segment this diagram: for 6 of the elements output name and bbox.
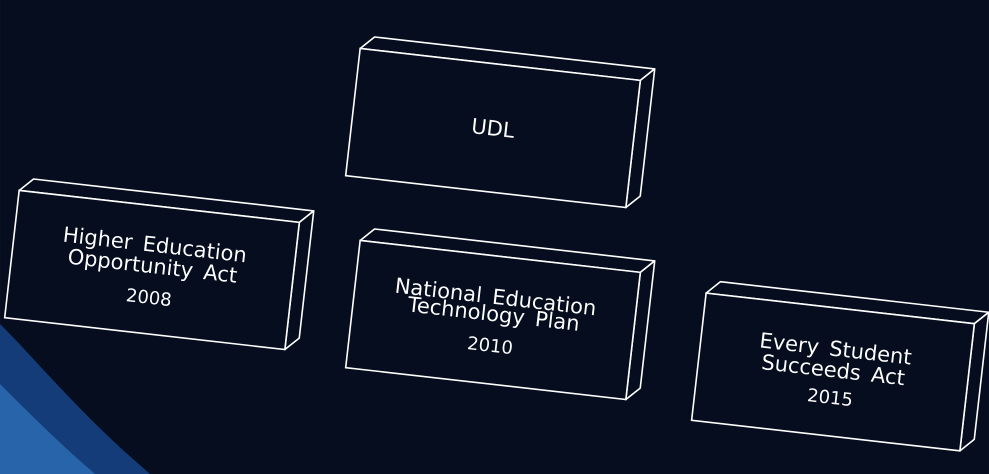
node-label: Every Student Succeeds Act — [760, 332, 912, 386]
box: National Education Technology Plan 2010 — [344, 228, 656, 400]
box: Every Student Succeeds Act 2015 — [690, 280, 989, 452]
node-label: 2015 — [808, 388, 852, 406]
box: Higher Education Opportunity Act 2008 — [4, 178, 315, 350]
box: UDL — [344, 36, 656, 208]
